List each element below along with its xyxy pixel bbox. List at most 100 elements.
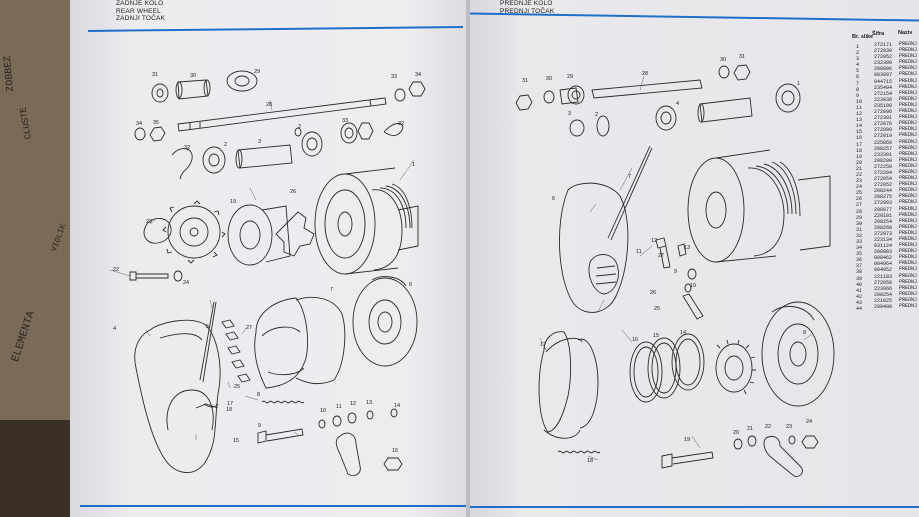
- right-diagram-callout: 29: [567, 74, 574, 80]
- left-diagram-callout: 28: [266, 102, 273, 108]
- parts-row-code: 272058: [874, 279, 893, 286]
- left-diagram-callout: 15: [233, 438, 240, 444]
- left-diagram-callout: 23: [146, 219, 153, 225]
- parts-row-number: 2: [856, 50, 860, 57]
- right-diagram-callout: 16: [632, 337, 639, 343]
- parts-row-code: 220101: [874, 212, 893, 219]
- parts-row-code: 272054: [874, 176, 893, 183]
- parts-row-number: 21: [856, 165, 863, 172]
- parts-row-code: 272096: [874, 109, 893, 116]
- left-diagram-callout: 22: [113, 267, 120, 273]
- left-diagram-callout: 18: [226, 407, 233, 413]
- parts-row-name: PREDNJ: [899, 126, 918, 133]
- parts-row-number: 8: [856, 86, 860, 93]
- parts-row-number: 1: [856, 44, 860, 50]
- right-page-header: PREDNJE KOLO PREDNJI TOČAK: [500, 0, 554, 15]
- right-diagram-callout: 25: [654, 306, 661, 312]
- parts-row-name: PREDNJ: [899, 278, 918, 285]
- right-diagram-callout: 2: [595, 112, 599, 118]
- right-diagram-callout: 31: [522, 78, 529, 84]
- parts-row-number: 9: [856, 92, 860, 99]
- parts-row-name: PREDNJ: [899, 205, 918, 212]
- left-diagram-callout: 4: [113, 326, 117, 332]
- parts-row-code: 235198: [874, 102, 893, 109]
- left-diagram-callout: 8: [257, 392, 261, 398]
- front-brake-lever: [763, 435, 803, 477]
- right-diagram-callout: 23: [786, 424, 793, 430]
- left-diagram-callout: 7: [330, 287, 334, 293]
- parts-row-name: PREDNJ: [899, 229, 918, 236]
- parts-row-number: 14: [856, 123, 863, 130]
- parts-row-code: 272204: [874, 169, 893, 176]
- right-diagram-callout: 28: [642, 71, 649, 77]
- left-diagram-callout: 6: [409, 282, 413, 288]
- parts-row-number: 22: [856, 171, 863, 178]
- left-diagram-callout: 32: [184, 145, 191, 151]
- parts-row-code: 235494: [874, 84, 893, 91]
- parts-row-name: PREDNJ: [899, 114, 918, 121]
- left-diagram-callout: 33: [342, 118, 349, 124]
- cush-drive-rubber: [275, 211, 315, 257]
- header-line-2: REAR WHEEL: [116, 7, 161, 15]
- parts-row-number: 15: [856, 129, 863, 136]
- parts-row-code: 272154: [874, 90, 893, 97]
- left-diagram-callout: 10: [320, 408, 327, 414]
- parts-row-name: PREDNJ: [899, 254, 918, 261]
- book-gutter: [466, 0, 472, 517]
- left-diagram-callout: 33: [391, 74, 398, 80]
- left-diagram-callout: 14: [394, 403, 401, 409]
- rear-axle: [177, 97, 387, 132]
- parts-row-code: 223066: [874, 285, 893, 292]
- left-diagram-callout: 31: [152, 72, 159, 78]
- parts-row-name: PREDNJ: [899, 41, 918, 47]
- parts-row-number: 23: [856, 178, 863, 185]
- parts-row-code: 208903: [874, 249, 893, 256]
- parts-row-name: PREDNJ: [899, 65, 918, 72]
- parts-table-header-no: Br. slike: [852, 34, 874, 40]
- left-diagram-callout: 13: [366, 400, 373, 406]
- front-axle: [591, 79, 703, 99]
- parts-row-number: 30: [856, 220, 863, 227]
- brake-lever: [335, 432, 361, 477]
- parts-row-code: 272250: [874, 163, 893, 170]
- parts-row-code: 209498: [874, 304, 893, 311]
- left-diagram-callout: 30: [190, 73, 197, 79]
- left-diagram-callout: 2: [224, 142, 228, 148]
- front-brake-shoe: [538, 331, 572, 433]
- parts-row-name: PREDNJ: [899, 296, 918, 303]
- right-diagram-callout: 24: [806, 419, 813, 425]
- right-diagram-callout: 22: [765, 424, 772, 430]
- right-diagram-callout: 30: [720, 57, 727, 63]
- rear-hub: [314, 167, 419, 275]
- parts-row-name: PREDNJ: [899, 101, 918, 108]
- right-diagram-callout: 19: [684, 437, 691, 443]
- left-diagram-callout: 25: [234, 384, 241, 390]
- parts-row-code: 208244: [874, 188, 893, 195]
- parts-row-code: 208077: [874, 206, 893, 213]
- parts-row-code: 272052: [874, 182, 893, 189]
- parts-row-name: PREDNJ: [899, 236, 918, 242]
- parts-row-number: 35: [856, 251, 863, 258]
- left-diagram-callout: 35: [153, 120, 160, 126]
- sprocket-carrier-plate: [143, 218, 172, 244]
- parts-row-number: 6: [856, 74, 860, 81]
- parts-row-name: PREDNJ: [899, 175, 918, 182]
- parts-row-number: 18: [856, 147, 863, 154]
- right-diagram-callout: 21: [747, 426, 754, 432]
- right-diagram-callout: 12: [651, 238, 658, 244]
- parts-row-code: 208260: [874, 224, 893, 231]
- parts-row-name: PREDNJ: [899, 187, 918, 194]
- left-page: ZADNJE KOLO REAR WHEEL ZADNJI TOČAK: [70, 0, 468, 517]
- parts-row-name: PREDNJ: [899, 108, 918, 115]
- parts-row-name: PREDNJ: [899, 284, 918, 291]
- parts-row-name: PREDNJ: [899, 144, 918, 151]
- parts-row-number: 4: [856, 62, 860, 69]
- parts-row-number: 37: [856, 263, 863, 270]
- chain-guard: [134, 319, 221, 473]
- right-diagram-callout: 14: [680, 330, 687, 336]
- left-diagram-callout: 17: [227, 401, 234, 407]
- parts-row-code: 232300: [874, 60, 893, 67]
- parts-row-number: 24: [856, 184, 863, 191]
